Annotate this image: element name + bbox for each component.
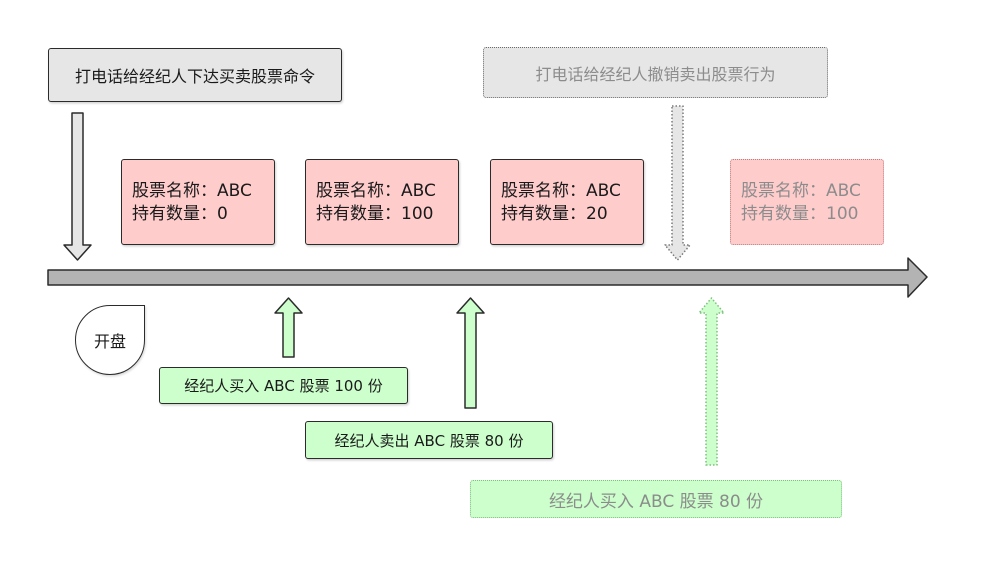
stock-qty-line: 持有数量：100 xyxy=(741,204,859,224)
broker-action-label: 经纪人买入 ABC 股票 100 份 xyxy=(184,377,383,395)
stock-state-1: 股票名称：ABC 持有数量：0 xyxy=(121,159,275,245)
cancel-sell-command: 打电话给经纪人撤销卖出股票行为 xyxy=(483,47,828,98)
broker-action-sell-80: 经纪人卖出 ABC 股票 80 份 xyxy=(305,421,553,459)
place-order-command: 打电话给经纪人下达买卖股票命令 xyxy=(48,48,342,102)
broker-action-label: 经纪人卖出 ABC 股票 80 份 xyxy=(334,431,524,450)
buy-100-up-arrow xyxy=(274,297,303,358)
stock-qty-line: 持有数量：0 xyxy=(132,204,228,224)
order-down-arrow xyxy=(63,112,92,261)
sell-80-up-arrow xyxy=(456,297,485,409)
stock-name-line: 股票名称：ABC xyxy=(741,181,861,201)
market-open-bubble: 开盘 xyxy=(75,305,145,375)
stock-name-line: 股票名称：ABC xyxy=(501,181,621,201)
stock-qty-line: 持有数量：20 xyxy=(501,204,608,224)
stock-qty-line: 持有数量：100 xyxy=(316,204,434,224)
broker-action-buy-100: 经纪人买入 ABC 股票 100 份 xyxy=(159,367,408,404)
broker-action-label: 经纪人买入 ABC 股票 80 份 xyxy=(548,491,764,512)
stock-name-line: 股票名称：ABC xyxy=(316,181,436,201)
market-open-label: 开盘 xyxy=(93,332,126,351)
cancel-sell-label: 打电话给经纪人撤销卖出股票行为 xyxy=(535,64,776,84)
buy-80-up-arrow xyxy=(698,297,725,466)
place-order-label: 打电话给经纪人下达买卖股票命令 xyxy=(74,67,315,86)
stock-state-3: 股票名称：ABC 持有数量：20 xyxy=(490,159,644,245)
cancel-down-arrow xyxy=(664,105,691,261)
broker-action-buy-80: 经纪人买入 ABC 股票 80 份 xyxy=(470,480,842,518)
stock-name-line: 股票名称：ABC xyxy=(132,181,252,201)
stock-state-4: 股票名称：ABC 持有数量：100 xyxy=(730,159,884,245)
stock-state-2: 股票名称：ABC 持有数量：100 xyxy=(305,159,459,245)
timeline-arrow xyxy=(47,257,928,298)
